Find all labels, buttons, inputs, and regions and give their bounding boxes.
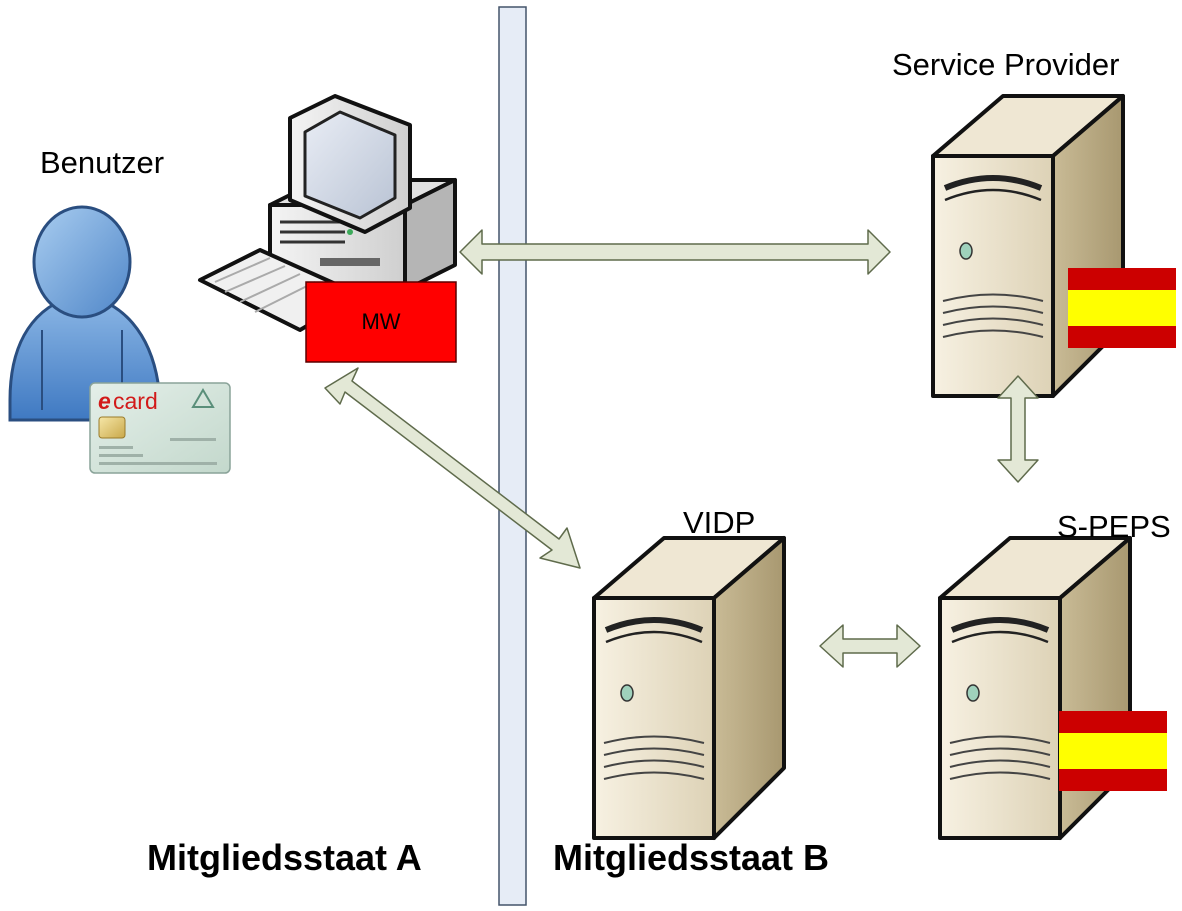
speps-flag-icon [1059, 711, 1167, 791]
arrow-client-vidp [324, 367, 581, 569]
svg-text:card: card [113, 388, 158, 414]
speps-label: S-PEPS [1057, 509, 1171, 544]
service-provider-flag-icon [1068, 268, 1176, 348]
user-label: Benutzer [40, 145, 165, 180]
border-divider [498, 6, 527, 906]
service-provider-label: Service Provider [892, 47, 1120, 82]
user-person-icon [8, 205, 162, 422]
region-label-a: Mitgliedsstaat A [147, 837, 422, 878]
region-label-b: Mitgliedsstaat B [553, 837, 830, 878]
service-provider-server-icon [933, 96, 1123, 396]
mw-box: MW [305, 281, 457, 363]
arrow-sp-speps [997, 375, 1039, 483]
client-computer-icon [198, 94, 457, 332]
vidp-label: VIDP [683, 505, 756, 540]
mw-label: MW [361, 309, 400, 334]
speps-server-icon [940, 538, 1130, 838]
arrow-vidp-speps [819, 624, 921, 668]
arrow-client-sp [459, 229, 891, 275]
svg-text:e: e [98, 388, 111, 414]
vidp-server-icon [594, 538, 784, 838]
ecard-icon: e card [89, 382, 231, 474]
